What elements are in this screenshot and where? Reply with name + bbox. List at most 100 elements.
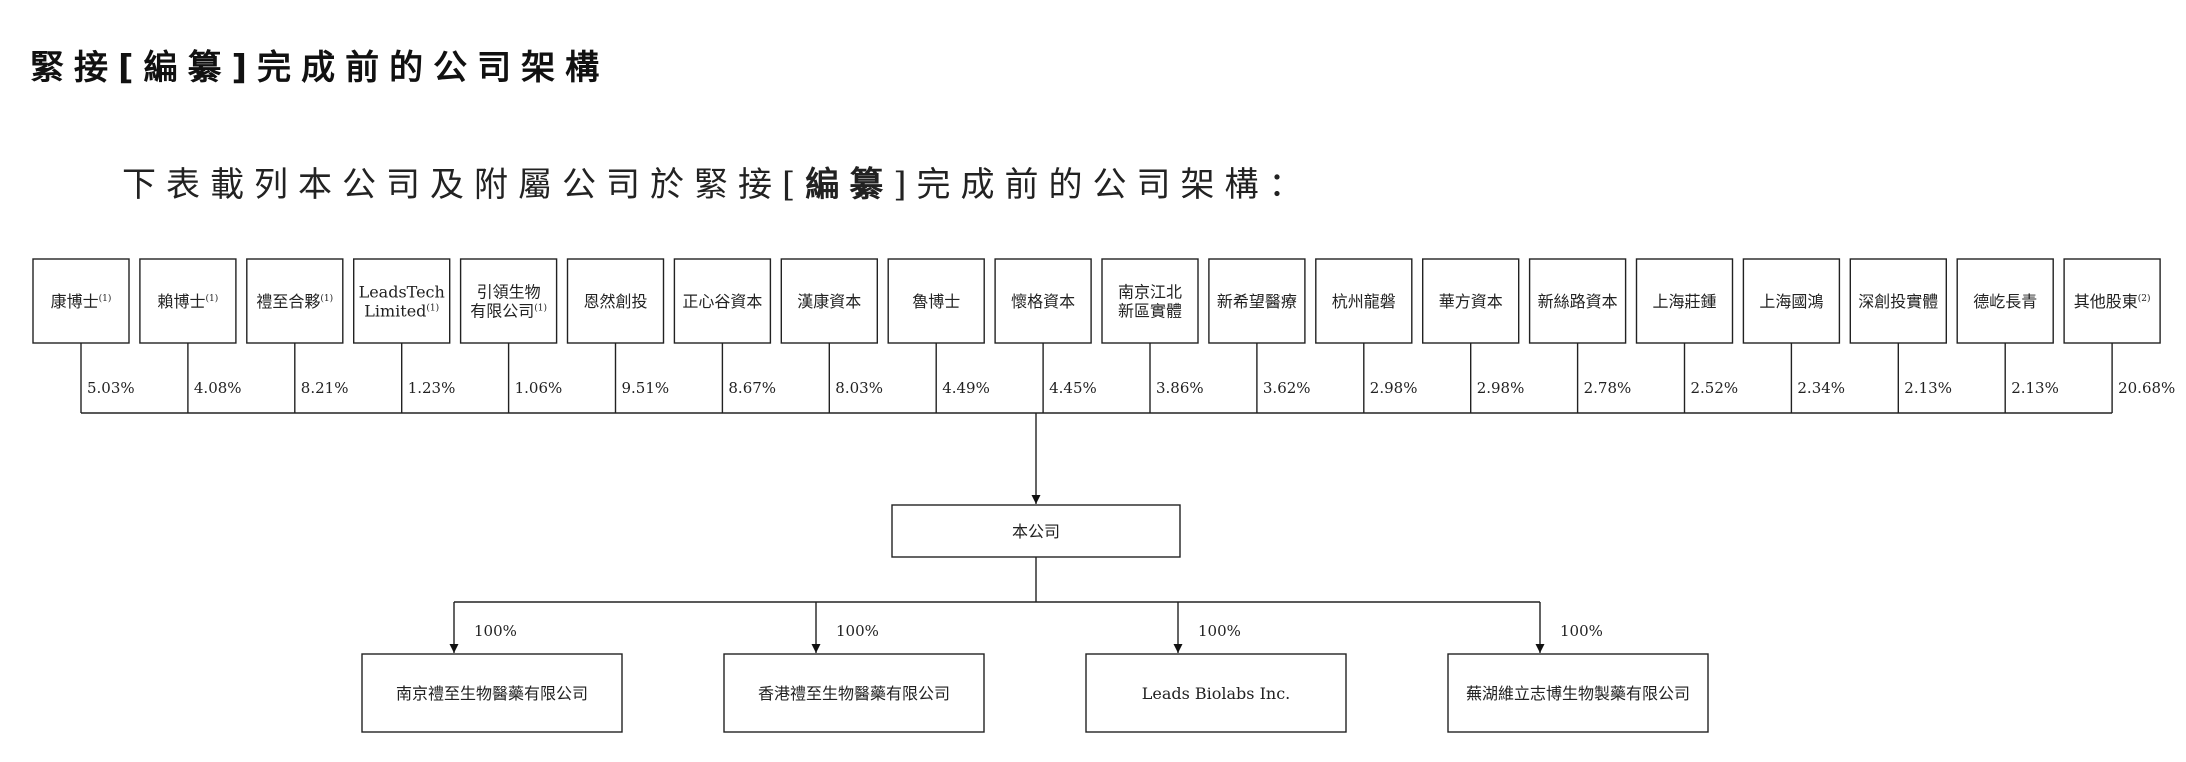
- ownership-percentage: 5.03%: [87, 379, 135, 397]
- subsidiary-node: 100% 蕪湖維立志博生物製藥有限公司: [1447, 602, 1709, 733]
- shareholder-name: 賴博士(1): [158, 292, 219, 311]
- shareholder-box: [2063, 258, 2161, 344]
- footnote-marker: (2): [2138, 293, 2151, 304]
- page-heading: 緊接[編纂]完成前的公司架構: [30, 40, 609, 89]
- footnote-marker: (1): [206, 293, 219, 304]
- shareholder-box: [1315, 258, 1413, 344]
- shareholder-name: 上海國鴻: [1759, 292, 1823, 311]
- shareholder-node: 德屹長青 2.13%: [1956, 258, 2059, 413]
- ownership-percentage: 20.68%: [2118, 379, 2175, 397]
- shareholder-node: 華方資本 2.98%: [1421, 258, 1525, 413]
- subsidiary-name: 香港禮至生物醫藥有限公司: [758, 684, 950, 703]
- footnote-marker: (1): [426, 303, 439, 314]
- footnote-marker: (1): [320, 293, 333, 304]
- shareholder-node: 康博士(1) 5.03%: [32, 258, 135, 413]
- shareholder-name: 深創投實體: [1858, 292, 1938, 311]
- shareholder-name: 上海莊鍾: [1652, 292, 1716, 311]
- shareholder-node: 賴博士(1) 4.08%: [139, 258, 242, 413]
- subsidiary-node: 100% 香港禮至生物醫藥有限公司: [723, 602, 985, 733]
- subsidiary-box: [361, 653, 623, 733]
- shareholder-node: 正心谷資本 8.67%: [673, 258, 776, 413]
- shareholder-node: 魯博士 4.49%: [887, 258, 990, 413]
- ownership-percentage: 2.98%: [1477, 379, 1525, 397]
- ownership-percentage: 1.06%: [515, 379, 563, 397]
- footnote-marker: (1): [99, 293, 112, 304]
- shareholder-box: [1635, 258, 1734, 344]
- ownership-percentage: 9.51%: [622, 379, 670, 397]
- shareholder-box: [780, 258, 878, 344]
- shareholder-name: 新希望醫療: [1217, 292, 1297, 311]
- shareholder-box: [1208, 258, 1306, 344]
- ownership-percentage: 4.49%: [942, 379, 990, 397]
- heading-post: ]完成前的公司架構: [231, 48, 610, 88]
- ownership-percentage: 4.08%: [194, 379, 242, 397]
- subsidiary-percentage: 100%: [1560, 622, 1603, 640]
- intro-text: 下表載列本公司及附屬公司於緊接[編纂]完成前的公司架構：: [122, 157, 1313, 206]
- shareholder-node: 杭州龍磐 2.98%: [1315, 258, 1418, 413]
- shareholder-box: [32, 258, 130, 344]
- ownership-percentage: 8.21%: [301, 379, 349, 397]
- shareholder-name: LeadsTech: [359, 283, 445, 302]
- shareholder-name: 漢康資本: [797, 292, 861, 311]
- ownership-percentage: 2.98%: [1370, 379, 1418, 397]
- shareholder-box: [459, 258, 558, 344]
- shareholder-name: 懷格資本: [1011, 292, 1075, 311]
- ownership-percentage: 1.23%: [408, 379, 456, 397]
- subsidiary-name: 南京禮至生物醫藥有限公司: [396, 684, 588, 703]
- ownership-percentage: 2.34%: [1797, 379, 1845, 397]
- shareholder-node: 恩然創投 9.51%: [566, 258, 670, 413]
- intro-post: ]完成前的公司架構：: [893, 165, 1313, 205]
- shareholder-name: Limited(1): [364, 302, 439, 321]
- shareholder-name: 南京江北: [1118, 283, 1182, 302]
- shareholder-node: 新希望醫療 3.62%: [1208, 258, 1311, 413]
- ownership-percentage: 4.45%: [1049, 379, 1097, 397]
- shareholder-name: 德屹長青: [1973, 292, 2037, 311]
- intro-pre: 下表載列本公司及附屬公司於緊接[: [122, 165, 806, 205]
- shareholder-name: 恩然創投: [583, 292, 647, 311]
- shareholder-node: 漢康資本 8.03%: [780, 258, 883, 413]
- shareholder-name: 魯博士: [912, 292, 960, 311]
- intro-bold: 編纂: [805, 165, 894, 205]
- ownership-percentage: 2.52%: [1691, 379, 1739, 397]
- ownership-percentage: 2.78%: [1584, 379, 1632, 397]
- heading-pre: 緊接[: [30, 48, 144, 88]
- subsidiary-percentage: 100%: [836, 622, 879, 640]
- shareholder-name: 華方資本: [1439, 292, 1503, 311]
- company-name: 本公司: [1012, 522, 1060, 541]
- shareholder-box: [566, 258, 665, 344]
- shareholder-node: 上海莊鍾 2.52%: [1635, 258, 1739, 413]
- ownership-percentage: 8.03%: [835, 379, 883, 397]
- subsidiary-name: 蕪湖維立志博生物製藥有限公司: [1466, 684, 1690, 703]
- subsidiary-node: 100%Leads Biolabs Inc.: [1085, 602, 1347, 733]
- subsidiary-percentage: 100%: [474, 622, 517, 640]
- shareholder-name: 正心谷資本: [682, 292, 762, 311]
- subsidiary-percentage: 100%: [1198, 622, 1241, 640]
- subsidiary-box: [1085, 653, 1347, 733]
- shareholder-box: [1956, 258, 2054, 344]
- ownership-percentage: 8.67%: [728, 379, 776, 397]
- shareholder-name: 杭州龍磐: [1332, 292, 1396, 311]
- shareholder-box: [246, 258, 344, 344]
- shareholder-node: 深創投實體 2.13%: [1849, 258, 1952, 413]
- subsidiary-node: 100% 南京禮至生物醫藥有限公司: [361, 602, 623, 733]
- shareholder-name: 引領生物: [477, 283, 541, 302]
- footnote-marker: (1): [534, 303, 547, 314]
- shareholder-box: [139, 258, 237, 344]
- ownership-percentage: 2.13%: [2011, 379, 2059, 397]
- shareholder-node: 懷格資本 4.45%: [994, 258, 1097, 413]
- shareholder-box: [994, 258, 1092, 344]
- ownership-percentage: 3.62%: [1263, 379, 1311, 397]
- ownership-percentage: 2.13%: [1904, 379, 1952, 397]
- shareholder-name: 新絲路資本: [1538, 292, 1618, 311]
- shareholder-name: 康博士(1): [51, 292, 112, 311]
- shareholder-node: 新絲路資本 2.78%: [1528, 258, 1632, 413]
- shareholder-name: 新區實體: [1118, 302, 1182, 321]
- shareholder-node: 禮至合夥(1) 8.21%: [246, 258, 349, 413]
- shareholder-box: [1849, 258, 1948, 344]
- shareholder-name: 有限公司(1): [470, 302, 547, 321]
- subsidiary-box: [1447, 653, 1709, 733]
- shareholder-name: 禮至合夥(1): [256, 292, 333, 311]
